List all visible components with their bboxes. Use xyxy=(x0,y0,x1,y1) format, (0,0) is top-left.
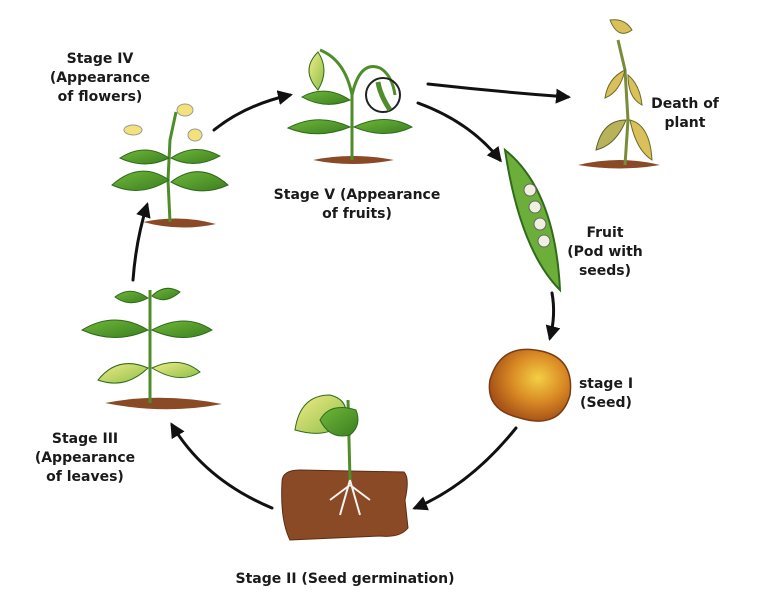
seed-illustration xyxy=(488,348,572,422)
seedling-with-leaves-illustration xyxy=(80,287,222,410)
stage-5-label: Stage V (Appearance of fruits) xyxy=(273,187,441,222)
stage-3-label: Stage III (Appearance of leaves) xyxy=(34,431,136,485)
arrow-stage1-to-stage2 xyxy=(412,426,518,511)
arrow-stage4-to-stage5 xyxy=(212,90,293,132)
arrow-stage5-to-fruit xyxy=(416,101,502,163)
arrow-stage5-to-death xyxy=(426,82,571,104)
seed-pod-illustration xyxy=(503,147,562,293)
death-of-plant-label: Death of plant xyxy=(651,96,719,131)
arrow-stage2-to-stage3 xyxy=(170,422,274,510)
arrow-fruit-to-stage1 xyxy=(545,291,561,341)
germinating-seed-illustration xyxy=(281,394,409,541)
arrow-stage3-to-stage4 xyxy=(131,202,151,282)
stage-2-label: Stage II (Seed germination) xyxy=(235,571,455,587)
fruit-label: Fruit (Pod with seeds) xyxy=(567,225,643,279)
cycle-arrows xyxy=(131,82,571,511)
flowering-plant-illustration xyxy=(111,103,229,228)
stage-1-label: stage I (Seed) xyxy=(578,376,634,411)
stage-4-label: Stage IV (Appearance of flowers) xyxy=(49,51,151,105)
fruiting-plant-illustration xyxy=(286,48,414,164)
dead-plant-illustration xyxy=(578,19,660,169)
